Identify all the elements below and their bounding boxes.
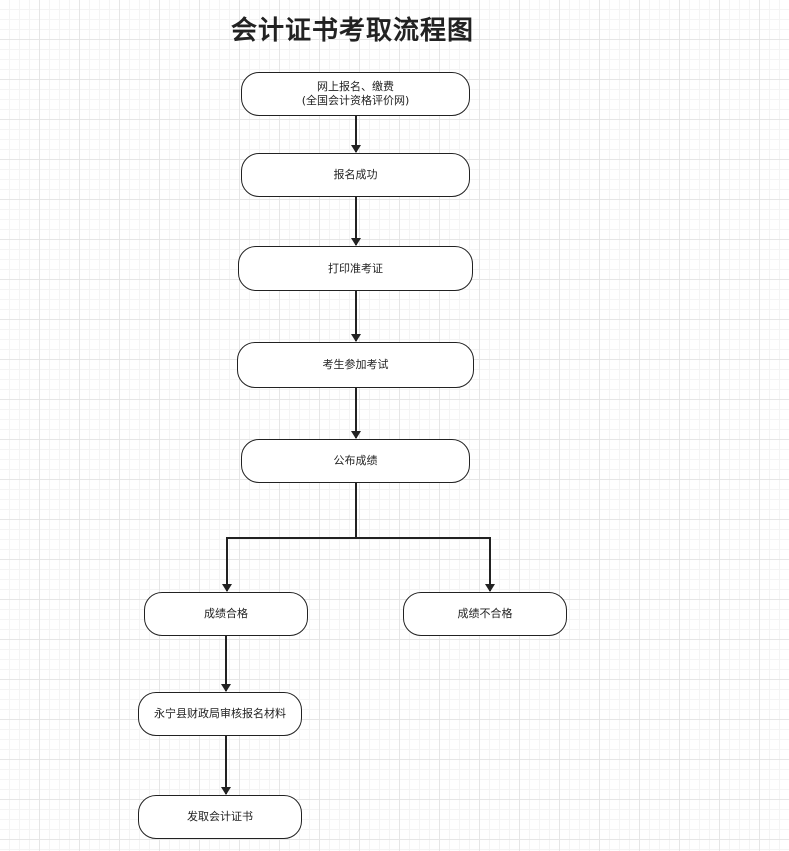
node-registration-success: 报名成功 bbox=[241, 153, 470, 197]
node-take-exam: 考生参加考试 bbox=[237, 342, 474, 388]
node-take-exam-label: 考生参加考试 bbox=[322, 358, 389, 371]
arrow-results-to-pass bbox=[222, 537, 356, 592]
node-publish-results: 公布成绩 bbox=[241, 439, 470, 483]
node-online-registration-label: 网上报名、缴费 bbox=[317, 80, 394, 93]
node-review-materials-label: 永宁县财政局审核报名材料 bbox=[154, 707, 286, 720]
node-registration-success-label: 报名成功 bbox=[333, 168, 378, 181]
node-results-fail: 成绩不合格 bbox=[403, 592, 567, 636]
node-results-pass-label: 成绩合格 bbox=[204, 607, 248, 620]
node-issue-certificate: 发取会计证书 bbox=[138, 795, 302, 839]
node-online-registration-sublabel: (全国会计资格评价网) bbox=[301, 94, 410, 107]
arrow-results-to-fail bbox=[356, 537, 495, 592]
node-results-pass: 成绩合格 bbox=[144, 592, 308, 636]
node-print-admission-ticket-label: 打印准考证 bbox=[328, 261, 383, 275]
node-print-admission-ticket: 打印准考证 bbox=[238, 246, 473, 291]
page-title: 会计证书考取流程图 bbox=[230, 16, 474, 46]
node-results-fail-label: 成绩不合格 bbox=[457, 607, 513, 620]
node-online-registration: 网上报名、缴费 (全国会计资格评价网) bbox=[241, 72, 470, 116]
node-publish-results-label: 公布成绩 bbox=[333, 454, 378, 467]
node-issue-certificate-label: 发取会计证书 bbox=[187, 810, 253, 823]
node-review-materials: 永宁县财政局审核报名材料 bbox=[138, 692, 302, 736]
